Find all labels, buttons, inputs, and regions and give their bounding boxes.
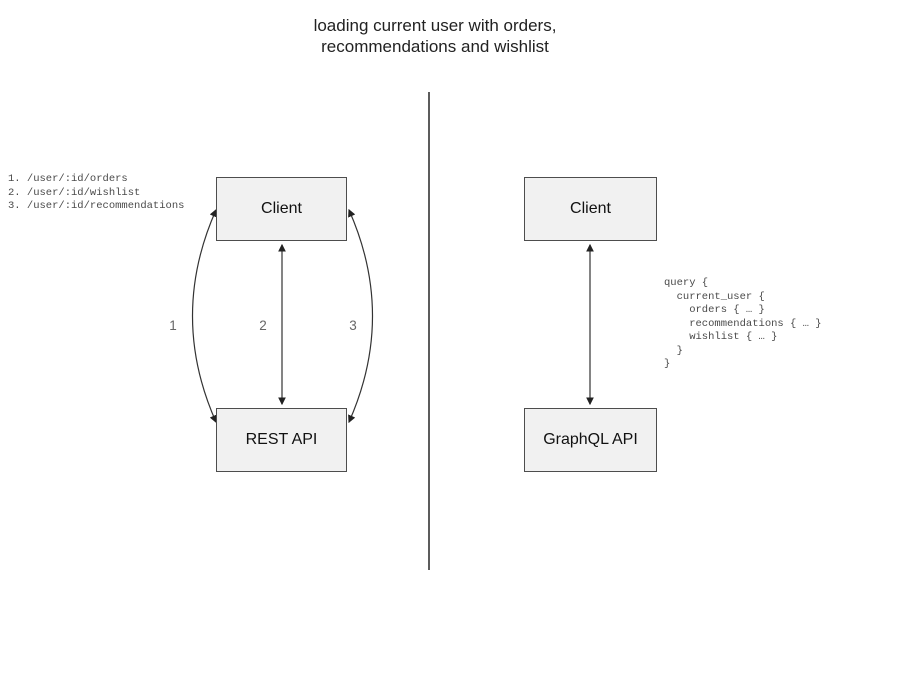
graphql-client-node-label: Client <box>570 200 611 217</box>
graphql-query-snippet: query { current_user { orders { … } reco… <box>664 277 822 372</box>
rest-api-node-label: REST API <box>245 431 318 448</box>
rest-arrow-1-curve <box>191 208 217 424</box>
graphql-client-node: Client <box>524 177 657 241</box>
graphql-query-line: current_user { <box>664 290 765 303</box>
graphql-query-line: orders { … } <box>664 304 765 316</box>
diagram-title-line2: recommendations and wishlist <box>321 37 549 56</box>
graphql-api-node-label: GraphQL API <box>543 431 638 448</box>
rest-endpoint-wishlist: 2. /user/:id/wishlist <box>8 186 141 199</box>
rest-client-node-label: Client <box>261 200 302 217</box>
arrow-label-1: 1 <box>169 318 177 333</box>
arrow-label-3: 3 <box>349 318 357 333</box>
vertical-divider <box>428 92 430 570</box>
graphql-api-node: GraphQL API <box>524 408 657 472</box>
diagram-title-line1: loading current user with orders, <box>313 16 557 35</box>
graphql-query-line: } <box>664 358 671 370</box>
graphql-query-line: recommendations { … } <box>664 317 822 330</box>
rest-arrow-3-curve <box>348 208 374 424</box>
rest-api-node: REST API <box>216 408 347 472</box>
graphql-query-line: wishlist { … } <box>664 331 778 343</box>
arrow-label-2: 2 <box>259 318 267 333</box>
rest-endpoint-list: 1. /user/:id/orders 2. /user/:id/wishlis… <box>8 173 184 214</box>
rest-endpoint-recommendations: 3. /user/:id/recommendations <box>8 200 185 212</box>
rest-endpoint-orders: 1. /user/:id/orders <box>8 173 128 185</box>
graphql-query-line: query { <box>664 277 709 289</box>
graphql-query-line: } <box>664 344 683 357</box>
rest-client-node: Client <box>216 177 347 241</box>
diagram-title: loading current user with orders, recomm… <box>314 15 557 57</box>
